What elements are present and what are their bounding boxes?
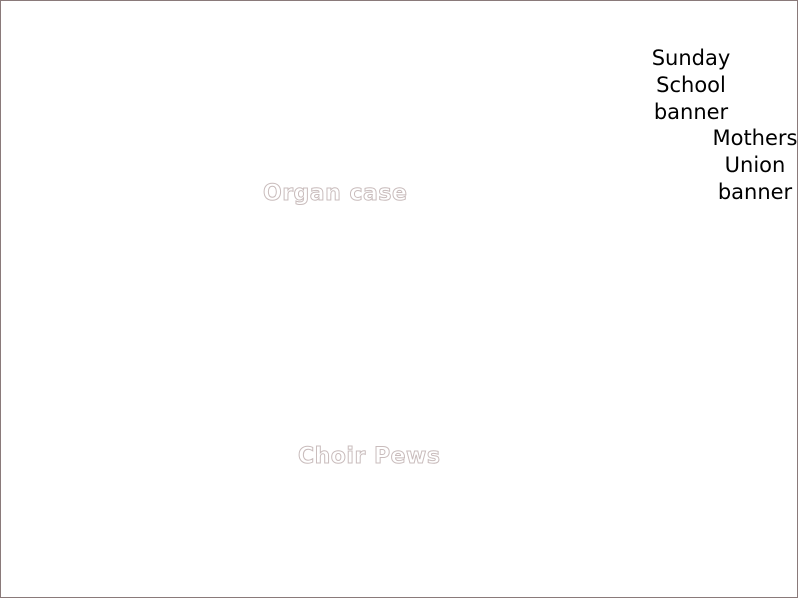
sunday-school-banner-line-1: Sunday — [651, 46, 731, 70]
mothers-union-banner-label: Mothers Union banner — [701, 125, 798, 206]
mothers-union-banner-line-1: Mothers — [712, 126, 798, 150]
mothers-union-banner-line-3: banner — [717, 180, 793, 204]
mothers-union-banner-line-2: Union — [724, 153, 786, 177]
choir-pews-label: Choir Pews — [297, 444, 441, 470]
organ-case-label: Organ case — [262, 181, 408, 207]
sunday-school-banner-line-3: banner — [653, 100, 729, 124]
sunday-school-banner-line-2: School — [656, 73, 726, 97]
sunday-school-banner-label: Sunday School banner — [635, 45, 747, 126]
